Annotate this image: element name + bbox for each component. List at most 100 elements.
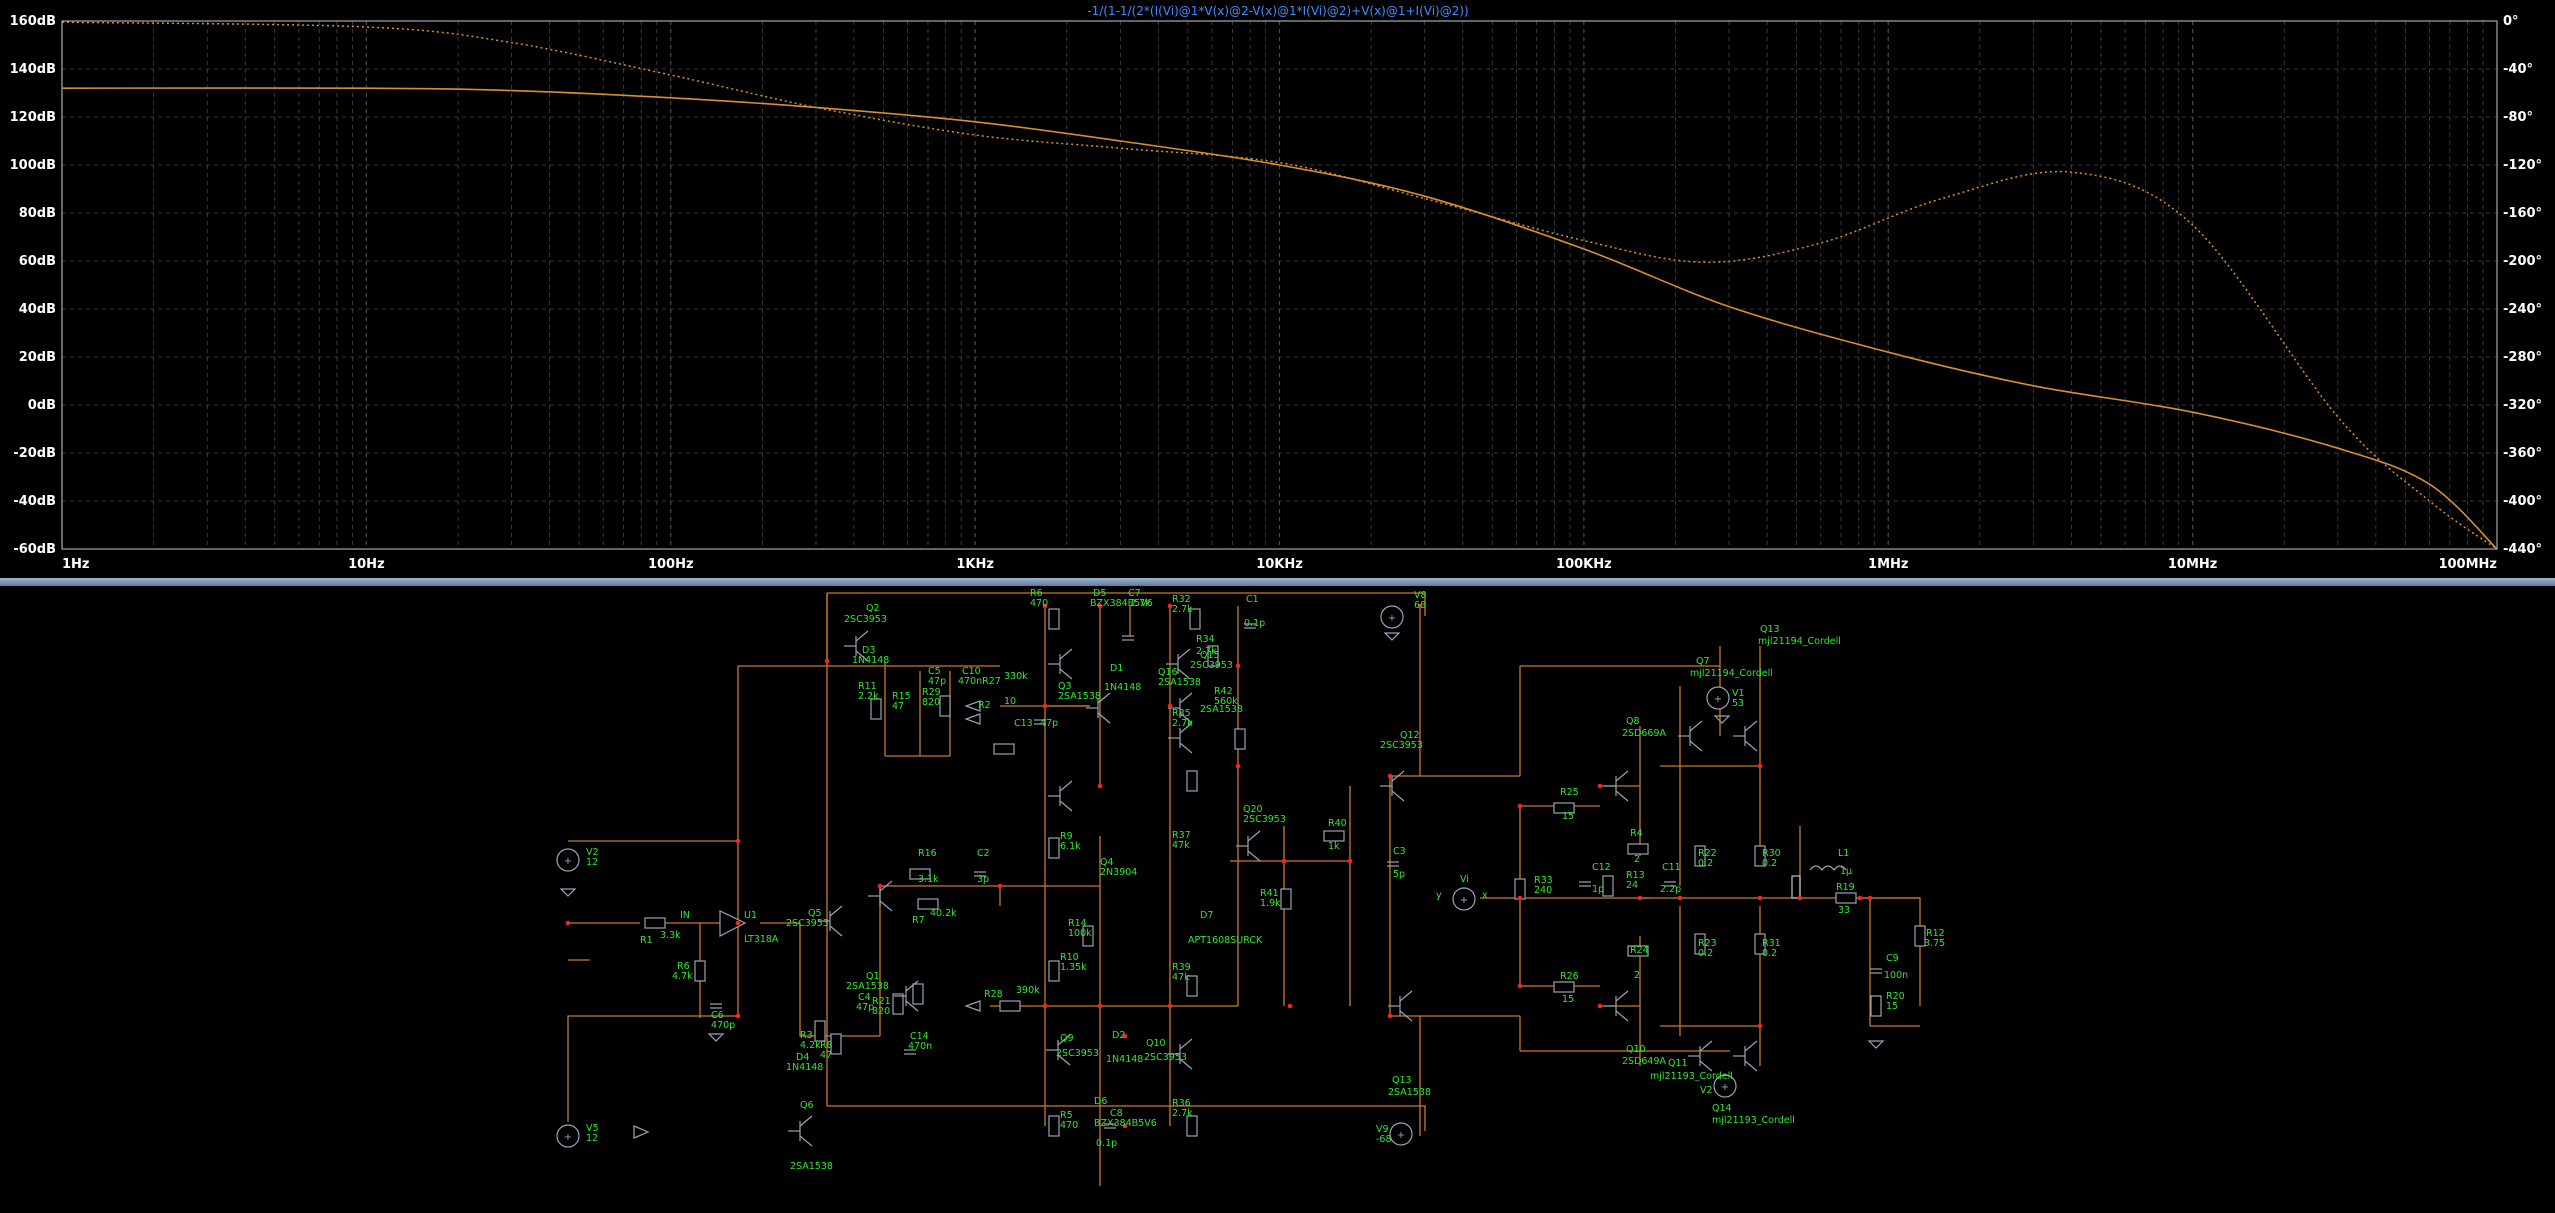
resistor[interactable] <box>830 1033 842 1055</box>
transistor[interactable] <box>1380 770 1405 802</box>
component-label: 15 <box>1886 1001 1898 1012</box>
transistor[interactable] <box>1604 770 1629 802</box>
resistor[interactable] <box>644 917 666 929</box>
voltage-source[interactable] <box>1706 686 1730 710</box>
transistor[interactable] <box>844 630 869 662</box>
resistor[interactable] <box>1234 728 1246 750</box>
transistor[interactable] <box>1048 780 1073 812</box>
phase-trace[interactable] <box>61 21 2498 550</box>
magnitude-trace[interactable] <box>61 87 2498 550</box>
component-label: 2.2k <box>858 691 879 702</box>
component-label: 0.1p <box>1244 618 1265 629</box>
output-terminal[interactable] <box>1791 875 1801 899</box>
component-label: mjl21193_Cordell <box>1650 1071 1733 1082</box>
resistor[interactable] <box>892 993 904 1015</box>
x-tick-label: 100Hz <box>648 557 694 572</box>
transistor[interactable] <box>1388 990 1413 1022</box>
schematic-components[interactable]: +++++++ <box>556 605 1926 1148</box>
bode-plot[interactable]: -1/(1-1/(2*(I(Vi)@1*V(x)@2-V(x)@1*I(Vi)@… <box>0 0 2555 581</box>
component-label: 68 <box>1414 600 1426 611</box>
resistor[interactable] <box>1082 925 1094 947</box>
component-label: R25 <box>1560 787 1579 798</box>
resistor[interactable] <box>1048 608 1060 630</box>
transistor[interactable] <box>1604 990 1629 1022</box>
source-polarity-icon: + <box>564 1132 572 1143</box>
transistor[interactable] <box>894 980 919 1012</box>
transistor[interactable] <box>1046 1034 1071 1066</box>
resistor[interactable] <box>1186 770 1198 792</box>
resistor[interactable] <box>1048 837 1060 859</box>
transistor[interactable] <box>1688 1040 1713 1072</box>
component-label: C12 <box>1592 862 1611 873</box>
wire-junction <box>1857 895 1863 901</box>
resistor[interactable] <box>1914 925 1926 947</box>
pane-splitter[interactable] <box>0 578 2555 586</box>
plot-traces[interactable] <box>61 21 2498 550</box>
resistor[interactable] <box>993 743 1015 755</box>
component-label: 390k <box>1016 985 1040 996</box>
resistor[interactable] <box>1048 1115 1060 1137</box>
voltage-source[interactable] <box>1380 605 1404 629</box>
transistor[interactable] <box>1678 720 1703 752</box>
resistor[interactable] <box>1189 608 1201 630</box>
resistor[interactable] <box>1627 945 1649 957</box>
component-label: D5 <box>1093 588 1106 599</box>
resistor[interactable] <box>1553 802 1575 814</box>
resistor[interactable] <box>939 695 951 717</box>
resistor[interactable] <box>870 698 882 720</box>
component-label: R12 <box>1926 928 1945 939</box>
component-label: C3 <box>1393 846 1406 857</box>
transistor[interactable] <box>1168 1038 1193 1070</box>
component-label: D4 <box>796 1052 809 1063</box>
resistor[interactable] <box>1694 933 1706 955</box>
component-label: 1k <box>1328 841 1340 852</box>
transistor[interactable] <box>1733 720 1758 752</box>
ground-icon <box>1713 715 1731 724</box>
resistor[interactable] <box>1186 975 1198 997</box>
resistor[interactable] <box>1553 981 1575 993</box>
opamp[interactable] <box>719 910 747 937</box>
resistor[interactable] <box>1323 830 1345 842</box>
wire-junction <box>565 920 571 926</box>
resistor[interactable] <box>694 960 706 982</box>
resistor[interactable] <box>912 983 924 1005</box>
voltage-source[interactable] <box>556 848 580 872</box>
resistor[interactable] <box>1186 1115 1198 1137</box>
transistor[interactable] <box>818 905 843 937</box>
resistor[interactable] <box>1754 845 1766 867</box>
voltage-source[interactable] <box>556 1124 580 1148</box>
component-label: V1 <box>1732 688 1745 699</box>
transistor[interactable] <box>1166 648 1191 680</box>
resistor[interactable] <box>1280 888 1292 910</box>
resistor[interactable] <box>1602 875 1614 897</box>
transistor[interactable] <box>788 1115 813 1147</box>
component-label: R41 <box>1260 888 1279 899</box>
transistor[interactable] <box>1048 648 1073 680</box>
resistor[interactable] <box>999 1000 1021 1012</box>
component-label: 15 <box>1562 811 1574 822</box>
transistor[interactable] <box>1733 1040 1758 1072</box>
resistor[interactable] <box>1627 843 1649 855</box>
resistor[interactable] <box>814 1020 826 1042</box>
transistor[interactable] <box>1236 830 1261 862</box>
transistor[interactable] <box>1086 692 1111 724</box>
voltage-source[interactable] <box>1452 887 1476 911</box>
trace-expression-label[interactable]: -1/(1-1/(2*(I(Vi)@1*V(x)@2-V(x)@1*I(Vi)@… <box>1087 4 1469 18</box>
waveform-viewer[interactable]: -1/(1-1/(2*(I(Vi)@1*V(x)@2-V(x)@1*I(Vi)@… <box>0 0 2555 581</box>
resistor[interactable] <box>917 898 939 910</box>
resistor[interactable] <box>1754 933 1766 955</box>
resistor[interactable] <box>1694 845 1706 867</box>
transistor[interactable] <box>868 880 893 912</box>
voltage-source[interactable] <box>1389 1122 1413 1146</box>
transistor[interactable] <box>1168 722 1193 754</box>
voltage-source[interactable] <box>1713 1074 1737 1098</box>
component-label: 4.7k <box>672 971 693 982</box>
inductor[interactable] <box>1809 865 1847 871</box>
resistor[interactable] <box>1835 892 1857 904</box>
resistor[interactable] <box>909 868 931 880</box>
resistor[interactable] <box>1048 960 1060 982</box>
resistor[interactable] <box>1870 995 1882 1017</box>
resistor[interactable] <box>1207 645 1219 667</box>
